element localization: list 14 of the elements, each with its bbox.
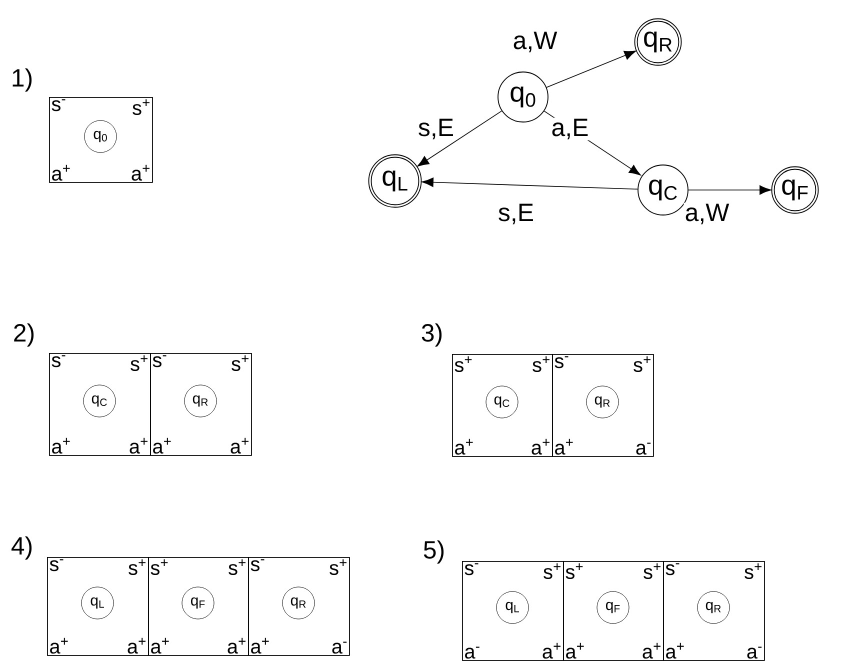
panel-number: 5) — [424, 540, 444, 564]
edge-label: s,E — [498, 204, 533, 224]
arrow — [546, 50, 636, 88]
panel-number: 3) — [422, 323, 442, 347]
panel-number: 2) — [14, 323, 34, 347]
arrow — [417, 110, 502, 167]
arrow — [422, 178, 638, 190]
edge-label: s,E — [418, 118, 453, 140]
panel-number: 1) — [12, 68, 32, 92]
edge-label: a,E — [552, 118, 588, 140]
edge-label: a,W — [514, 32, 558, 52]
edge-label: a,W — [686, 204, 730, 224]
panel-number: 4) — [11, 536, 32, 560]
arrow — [688, 185, 772, 195]
